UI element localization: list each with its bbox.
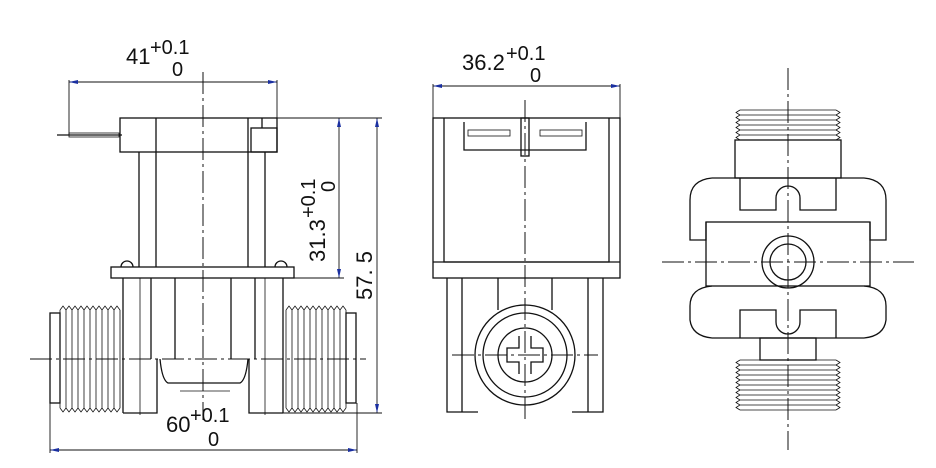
top-thread: [735, 109, 841, 141]
side-view: [30, 72, 366, 420]
dim-41-upper-tol: +0.1: [150, 37, 189, 59]
dimension-31-3: [277, 117, 382, 279]
dim-31-3-nominal: 31.3: [305, 219, 330, 262]
bottom-view: [662, 68, 914, 450]
dim-60-lower-tol: 0: [208, 429, 219, 451]
bottom-thread: [735, 359, 841, 411]
dim-60-nominal: 60: [166, 412, 190, 437]
dim-36-2-upper-tol: +0.1: [506, 43, 545, 65]
dim-41-lower-tol: 0: [172, 59, 183, 81]
dim-31-3-lower-tol: 0: [318, 181, 340, 192]
front-view: [432, 100, 621, 420]
right-thread: [285, 305, 347, 413]
dim-41-nominal: 41: [126, 44, 150, 69]
dimension-36-2: [432, 84, 621, 118]
left-thread: [59, 305, 121, 413]
dimension-41: [68, 80, 278, 135]
dimension-57-5: [283, 118, 382, 414]
dim-36-2-lower-tol: 0: [530, 65, 541, 87]
dimension-60: [49, 403, 358, 453]
dim-36-2-nominal: 36.2: [462, 50, 505, 75]
dim-57-5: 57. 5: [352, 251, 377, 300]
dim-31-3-upper-tol: +0.1: [298, 179, 320, 218]
dim-60-upper-tol: +0.1: [190, 405, 229, 427]
